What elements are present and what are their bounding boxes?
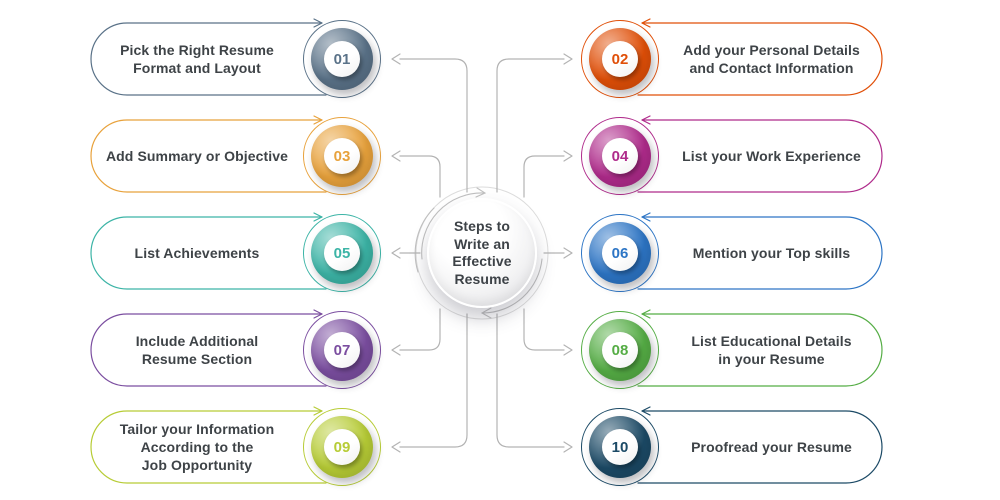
step-pill-outline <box>90 212 327 290</box>
step-number-badge: 05 <box>324 235 360 271</box>
connector-arrow-step-01 <box>391 53 401 65</box>
step-number-badge: 09 <box>324 429 360 465</box>
step-number: 03 <box>333 147 351 165</box>
step-pill-outline <box>637 212 883 290</box>
step-number: 10 <box>611 438 629 456</box>
hub-arrow-head-top <box>475 187 487 198</box>
pill-border-path <box>90 410 327 484</box>
step-number-badge: 10 <box>602 429 638 465</box>
step-label: Include Additional Resume Section <box>135 332 259 367</box>
connector-step-03 <box>399 155 441 198</box>
connector-arrow-step-07 <box>391 344 401 356</box>
pill-arrowhead <box>641 115 651 125</box>
step-label: List Achievements <box>134 244 260 261</box>
hub-arc-accent <box>414 207 435 273</box>
step-number-badge: 07 <box>324 332 360 368</box>
pill-border-path <box>637 410 883 484</box>
connector-step-07 <box>399 308 441 351</box>
pill-border-path <box>90 313 327 387</box>
step-number-disc <box>589 319 651 381</box>
step-number-badge: 08 <box>602 332 638 368</box>
connector-arrow-step-02 <box>563 53 573 65</box>
step-pill-outline <box>90 18 327 96</box>
connector-step-01 <box>399 58 468 193</box>
step-pill-outline <box>637 309 883 387</box>
step-pill-outline <box>637 406 883 484</box>
step-pill-outline <box>90 406 327 484</box>
hub-arrow-arc-top <box>421 192 485 260</box>
step-label: List your Work Experience <box>682 147 861 164</box>
step-number-disc <box>589 416 651 478</box>
pill-arrowhead <box>641 18 651 28</box>
connector-step-04 <box>523 155 565 198</box>
step-label: List Educational Details in your Resume <box>691 332 852 367</box>
step-label: Add your Personal Details and Contact In… <box>683 41 860 76</box>
step-label: Proofread your Resume <box>691 438 852 455</box>
connector-arrow-step-08 <box>563 344 573 356</box>
center-hub: Steps to Write an Effective Resume <box>427 198 537 308</box>
step-number: 02 <box>611 50 629 68</box>
step-pill-outline <box>90 115 327 193</box>
pill-border-path <box>637 216 883 290</box>
connector-step-08 <box>523 308 565 351</box>
step-item-10: Proofread your Resume 10 <box>580 406 883 486</box>
connector-arrow-step-04 <box>563 150 573 162</box>
step-number: 01 <box>333 50 351 68</box>
pill-border-path <box>637 22 883 96</box>
pill-border-path <box>637 119 883 193</box>
connector-arrow-step-09 <box>391 441 401 453</box>
step-number: 05 <box>333 244 351 262</box>
step-number-badge: 04 <box>602 138 638 174</box>
step-label: Mention your Top skills <box>692 244 851 261</box>
pill-border-path <box>90 119 327 193</box>
connector-arrow-step-10 <box>563 441 573 453</box>
hub-arrow-head-bottom <box>480 307 492 319</box>
pill-arrowhead <box>313 18 323 28</box>
step-item-06: Mention your Top skills 06 <box>580 212 883 292</box>
step-number: 08 <box>611 341 629 359</box>
pill-border-path <box>90 216 327 290</box>
step-number: 09 <box>333 438 351 456</box>
connector-step-10 <box>496 313 565 448</box>
connector-arrow-step-05 <box>391 247 401 259</box>
hub-arrow-arc-bottom <box>482 258 543 314</box>
step-number-badge: 02 <box>602 41 638 77</box>
connector-arrow-step-06 <box>563 247 573 259</box>
pill-arrowhead <box>641 406 651 416</box>
step-item-01: Pick the Right Resume Format and Layout … <box>88 18 384 98</box>
step-item-07: Include Additional Resume Section 07 <box>88 309 384 389</box>
connector-step-09 <box>399 313 468 448</box>
pill-arrowhead <box>313 115 323 125</box>
pill-arrowhead <box>641 309 651 319</box>
connector-step-02 <box>496 58 565 193</box>
step-number: 07 <box>333 341 351 359</box>
step-label: Add Summary or Objective <box>105 147 289 164</box>
step-item-02: Add your Personal Details and Contact In… <box>580 18 883 98</box>
step-number: 04 <box>611 147 629 165</box>
step-item-08: List Educational Details in your Resume … <box>580 309 883 389</box>
step-number-badge: 03 <box>324 138 360 174</box>
step-pill-outline <box>637 18 883 96</box>
connector-arrow-step-03 <box>391 150 401 162</box>
step-pill-outline <box>90 309 327 387</box>
step-item-03: Add Summary or Objective 03 <box>88 115 384 195</box>
pill-arrowhead <box>313 212 323 222</box>
pill-arrowhead <box>641 212 651 222</box>
center-title: Steps to Write an Effective Resume <box>452 218 512 287</box>
step-number-badge: 01 <box>324 41 360 77</box>
step-number: 06 <box>611 244 629 262</box>
pill-arrowhead <box>313 406 323 416</box>
step-item-05: List Achievements 05 <box>88 212 384 292</box>
step-pill-outline <box>637 115 883 193</box>
pill-arrowhead <box>313 309 323 319</box>
pill-border-path <box>90 22 327 96</box>
step-item-09: Tailor your Information According to the… <box>88 406 384 486</box>
step-label: Tailor your Information According to the… <box>119 420 275 474</box>
step-label: Pick the Right Resume Format and Layout <box>120 41 274 76</box>
pill-border-path <box>637 313 883 387</box>
step-number-badge: 06 <box>602 235 638 271</box>
step-item-04: List your Work Experience 04 <box>580 115 883 195</box>
